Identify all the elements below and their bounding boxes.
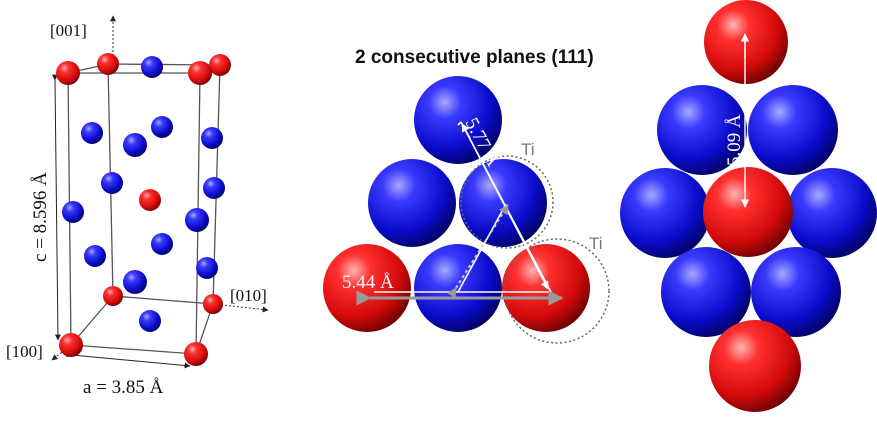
c-dimension-line (51, 74, 61, 341)
unit-cell: [001] [010] [100] c = 8.596 Å a = 3.85 Å (6, 15, 269, 398)
distance-b-label: 5.44 Å (342, 272, 394, 293)
atom-blue (151, 233, 173, 255)
atom-blue (123, 133, 147, 157)
atom-blue (751, 247, 841, 337)
atom-red (704, 0, 788, 84)
atom-red (59, 333, 83, 357)
atom-blue (196, 257, 218, 279)
ti-label-lower: Ti (589, 234, 603, 253)
atom-blue (101, 172, 123, 194)
atom-blue (203, 177, 225, 199)
atom-red (323, 244, 411, 332)
a-dimension-label: a = 3.85 Å (83, 377, 164, 398)
atom-blue (620, 168, 710, 258)
atom-red (209, 54, 231, 76)
atom-blue (748, 85, 838, 175)
atom-blue (123, 270, 147, 294)
atom-blue (368, 159, 456, 247)
atom-blue (141, 56, 163, 78)
unit-cell-atoms (56, 53, 231, 366)
atom-blue (657, 85, 747, 175)
axis-100-label: [100] (6, 342, 43, 361)
atom-red (139, 189, 161, 211)
stack-distance-label: 5.09 Å (724, 114, 745, 166)
dashed-diagonal-arrow (446, 204, 509, 299)
atom-blue (185, 208, 209, 232)
distance-a-arrow-start (461, 123, 471, 139)
atom-red (56, 61, 80, 85)
atom-blue (84, 245, 106, 267)
atom-blue (151, 116, 173, 138)
atom-blue (62, 201, 84, 223)
axis-010-label: [010] (230, 286, 267, 305)
atom-blue (414, 76, 502, 164)
atom-red (502, 244, 590, 332)
atom-red (184, 342, 208, 366)
planes-title: 2 consecutive planes (111) (355, 47, 594, 68)
atom-blue (661, 247, 751, 337)
atom-blue (81, 122, 103, 144)
atom-red (188, 61, 212, 85)
planes-111-diagram: 2 consecutive planes (111) 5.77 Å 5.44 Å… (323, 47, 610, 344)
atom-red (203, 294, 223, 314)
axis-001-label: [001] (50, 21, 87, 40)
atom-red (709, 320, 801, 412)
atom-red (97, 53, 119, 75)
atom-red (703, 167, 793, 257)
atom-red (103, 286, 123, 306)
stacking-diagram: 5.09 Å (620, 0, 877, 412)
atom-blue (414, 244, 502, 332)
atom-blue (139, 310, 161, 332)
c-dimension-label: c = 8.596 Å (30, 172, 51, 262)
atom-blue (787, 168, 877, 258)
ti-label-upper: Ti (521, 140, 535, 159)
a-dimension-line (66, 351, 191, 369)
atom-blue (201, 127, 223, 149)
